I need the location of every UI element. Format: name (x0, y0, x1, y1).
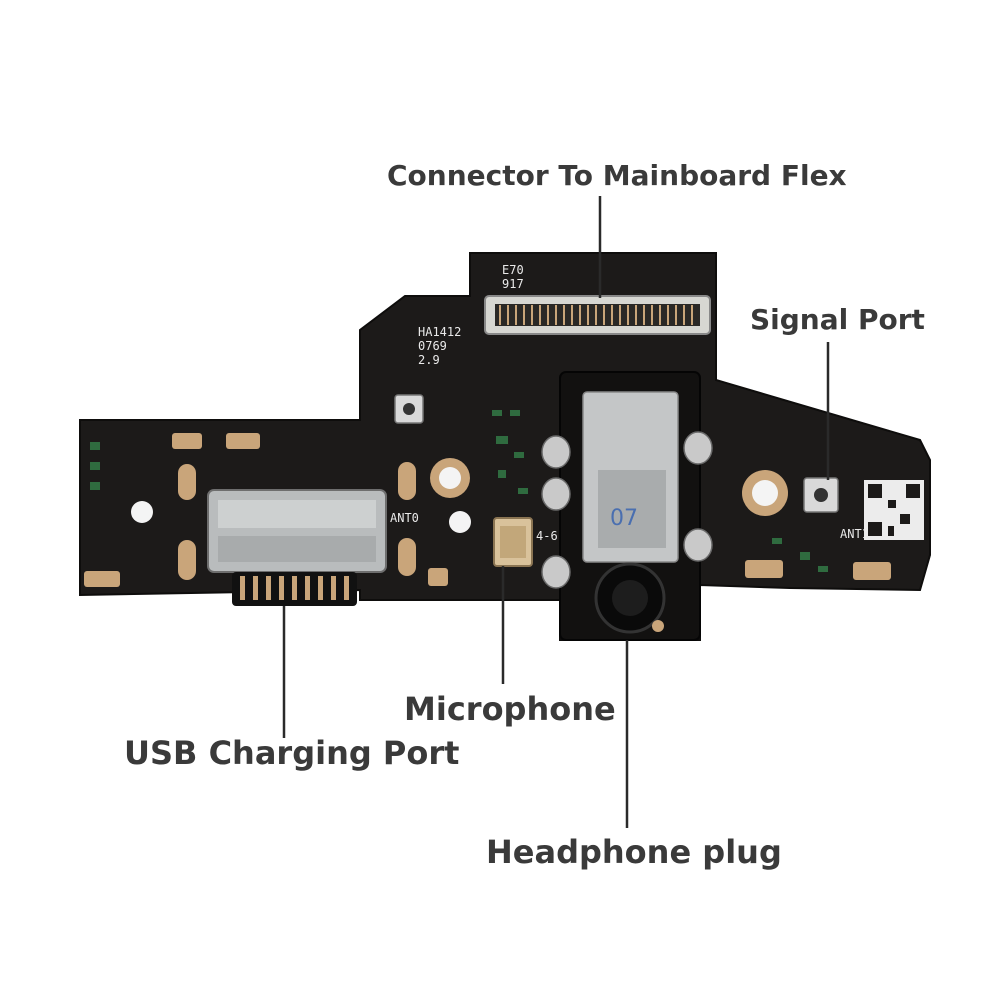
marking-ant1: ANT1 (840, 527, 869, 541)
marking-mic: 4-6 (536, 529, 558, 543)
connector-label: Connector To Mainboard Flex (387, 159, 847, 192)
jack-handwriting: 07 (610, 506, 638, 531)
marking-code-2: 0769 (418, 339, 447, 353)
marking-code-1: HA1412 (418, 325, 461, 339)
headphone-label: Headphone plug (486, 833, 782, 871)
signal-port-label: Signal Port (750, 303, 925, 336)
ant0-test-point (394, 394, 424, 424)
mainboard-flex-connector (484, 295, 711, 335)
microphone (493, 517, 533, 567)
headphone-jack: 07 (541, 371, 713, 641)
marking-ant0: ANT0 (390, 511, 419, 525)
gold-pads (84, 433, 891, 587)
usb-port (207, 489, 387, 606)
marking-model-1: E70 (502, 263, 524, 277)
usb-port-label: USB Charging Port (124, 734, 460, 772)
marking-code-3: 2.9 (418, 353, 440, 367)
microphone-label: Microphone (404, 690, 616, 728)
mount-hole-small (131, 501, 153, 523)
qr-code (864, 480, 924, 540)
marking-model-2: 917 (502, 277, 524, 291)
signal-port-connector (803, 477, 839, 513)
smd-components (90, 410, 828, 572)
